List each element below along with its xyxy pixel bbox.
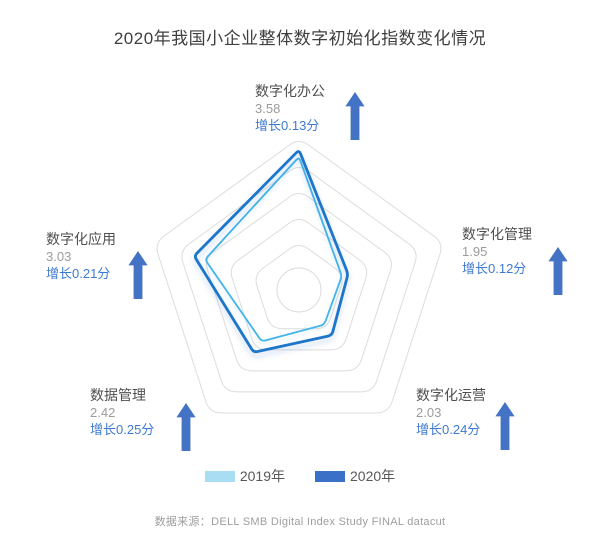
category-growth: 增长0.21分 [46,266,111,281]
legend-swatch-2019 [204,470,235,482]
category-value: 3.03 [46,249,72,264]
axis-label-digital-management: 数字化管理 1.95 增长0.12分 [462,225,532,277]
grid-ring [181,167,417,393]
series-polygon-2019年 [205,157,343,342]
axis-label-digital-application: 数字化应用 3.03 增长0.21分 [46,230,116,282]
category-value: 3.58 [255,101,281,116]
grid-ring [255,245,343,330]
category-growth: 增长0.25分 [90,422,155,437]
category-name: 数字化应用 [46,231,116,247]
grid-ring [156,141,442,414]
legend-label: 2019年 [239,468,285,484]
category-value: 1.95 [462,244,488,259]
legend-label: 2020年 [350,468,396,484]
category-name: 数字化办公 [255,83,325,99]
growth-up-arrow-icon [495,402,515,450]
category-name: 数字化管理 [462,226,532,242]
category-name: 数据管理 [90,387,146,403]
growth-up-arrow-icon [176,403,196,451]
legend-swatch-2020 [315,470,345,482]
grid-ring [230,219,368,351]
category-value: 2.03 [416,405,442,420]
legend-item-2020: 2020年 [315,466,395,486]
data-source: 数据来源：DELL SMB Digital Index Study FINAL … [154,516,446,528]
growth-up-arrow-icon [128,251,148,299]
category-name: 数字化运营 [416,387,486,403]
grid-ring [206,193,392,372]
series-polygon-2020年 [194,150,349,354]
growth-up-arrow-icon [548,247,568,295]
chart-title: 2020年我国小企业整体数字初始化指数变化情况 [113,29,487,48]
category-growth: 增长0.13分 [255,118,320,133]
axis-label-digital-operations: 数字化运营 2.03 增长0.24分 [416,386,486,438]
axis-label-data-management: 数据管理 2.42 增长0.25分 [90,386,154,438]
category-growth: 增长0.12分 [462,261,527,276]
axis-label-digital-office: 数字化办公 3.58 增长0.13分 [255,82,325,134]
growth-up-arrow-icon [345,92,365,140]
category-value: 2.42 [90,405,116,420]
category-growth: 增长0.24分 [416,422,481,437]
legend: 2019年 2020年 [0,466,600,486]
grid-center-circle [276,267,322,313]
legend-item-2019: 2019年 [204,466,285,486]
